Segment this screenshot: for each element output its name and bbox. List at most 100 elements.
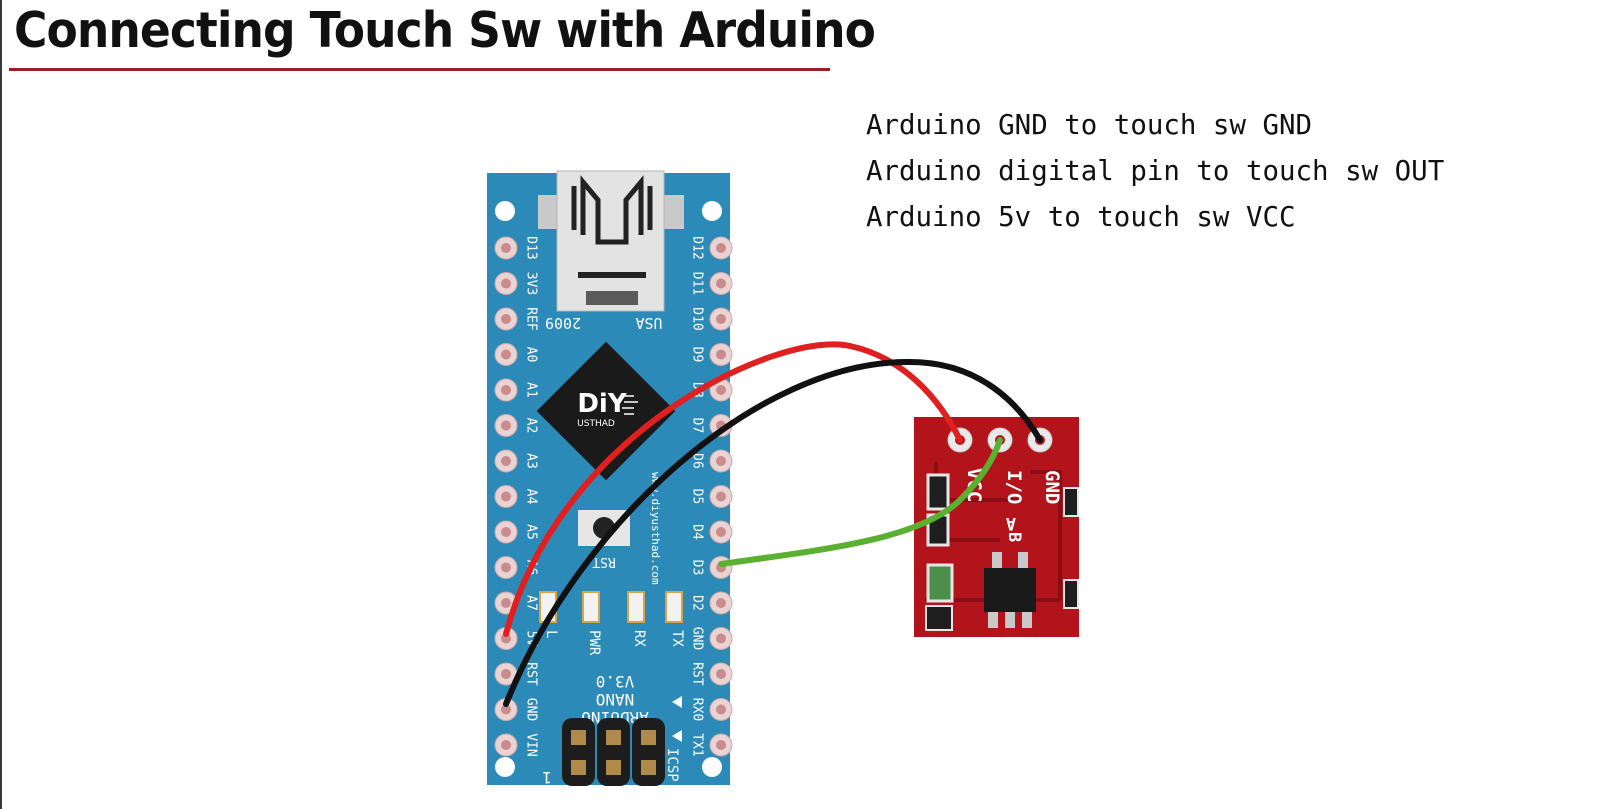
- right-pin-label: D12: [690, 236, 705, 259]
- right-pin-label: TX1: [690, 733, 705, 756]
- module-smd-top: [1063, 487, 1079, 517]
- left-pin-hole: [501, 243, 511, 253]
- left-pin-hole: [501, 278, 511, 289]
- usb-contacts: [571, 175, 653, 245]
- module-label-io: I/O: [1003, 470, 1025, 504]
- mcu-chip: [536, 341, 676, 481]
- left-pin-hole: [501, 740, 511, 750]
- icsp-pin1-marker: 1: [542, 768, 552, 787]
- wire-gnd-to-gnd: [503, 358, 1043, 707]
- right-pin-label: D10: [690, 307, 705, 330]
- module-touch-ic: [984, 568, 1036, 612]
- left-pin-hole: [501, 385, 511, 395]
- wire-5v-to-vcc: [503, 341, 963, 637]
- usb-label-right: USA: [635, 314, 662, 332]
- left-pin-hole: [501, 527, 511, 537]
- left-pin-label: D13: [524, 236, 539, 259]
- mount-hole: [495, 201, 515, 221]
- chip-logo: DiY: [577, 389, 627, 419]
- website-text: www.diyusthad.com: [649, 472, 662, 585]
- led-label-pwr: PWR: [586, 630, 602, 656]
- right-pin-hole: [716, 278, 726, 289]
- reset-label: RST: [592, 554, 616, 569]
- right-pin-label: D11: [690, 272, 705, 295]
- module-smd-left: [925, 605, 953, 631]
- module-pad-a: A: [1006, 513, 1016, 533]
- right-pin-hole: [716, 385, 726, 395]
- model-line-2: NANO: [596, 690, 635, 709]
- title-underline: [9, 68, 830, 71]
- pin-arrows: [672, 696, 682, 742]
- window-left-border: [0, 0, 2, 809]
- right-pin-label: D2: [690, 595, 705, 611]
- left-pin-label: A2: [524, 418, 539, 434]
- led-tx: [665, 591, 683, 623]
- right-pin-label: D3: [690, 560, 705, 576]
- right-pin-label: D4: [690, 524, 705, 540]
- left-pin-hole: [501, 349, 511, 360]
- right-pin-hole: [716, 527, 726, 537]
- right-pin-hole: [716, 243, 726, 253]
- mount-hole: [702, 201, 722, 221]
- left-pin-label: A1: [524, 382, 539, 398]
- usb-pins: [586, 291, 638, 305]
- right-pin-hole: [716, 491, 726, 502]
- module-smd-bottom: [1063, 579, 1079, 609]
- right-pin-label: D9: [690, 347, 705, 363]
- left-pin-hole: [501, 598, 511, 608]
- usb-slot: [578, 272, 646, 278]
- right-pin-label: RST: [690, 662, 705, 686]
- right-pin-label: GND: [690, 627, 705, 651]
- left-pin-label: 3V3: [524, 272, 539, 295]
- module-capacitor: [926, 473, 950, 511]
- led-label-l: L: [543, 630, 559, 638]
- note-out: Arduino digital pin to touch sw OUT: [866, 154, 1445, 187]
- left-pin-hole: [501, 456, 511, 466]
- model-line-3: V3.0: [596, 672, 635, 691]
- left-pin-hole: [501, 633, 511, 644]
- chip-logo-sub: USTHAD: [577, 419, 615, 429]
- chip-circuit-lines: [622, 395, 638, 415]
- left-pin-label: GND: [524, 698, 539, 722]
- left-pin-hole: [501, 562, 511, 573]
- right-pin-hole: [716, 633, 726, 644]
- page-title: Connecting Touch Sw with Arduino: [14, 2, 876, 59]
- left-pin-label: REF: [524, 307, 539, 331]
- right-pin-hole: [716, 704, 726, 715]
- right-pin-hole: [716, 314, 726, 324]
- right-pin-label: D6: [690, 453, 705, 469]
- led-pwr: [582, 591, 600, 623]
- mount-hole: [495, 757, 515, 777]
- right-pin-hole: [716, 349, 726, 360]
- usb-label-left: 2009: [545, 314, 581, 332]
- left-pin-hole: [501, 491, 511, 502]
- right-pin-label: RX0: [690, 698, 705, 721]
- arduino-nano-board: 2009 USA DiY USTHAD www.diyusthad.com RS…: [487, 170, 733, 787]
- connection-notes: Arduino GND to touch sw GND Arduino digi…: [866, 102, 1456, 240]
- right-pin-hole: [716, 740, 726, 750]
- right-pin-label: D5: [690, 489, 705, 505]
- module-pad-b: B: [1004, 532, 1024, 542]
- left-pin-hole: [501, 420, 511, 431]
- mount-hole: [702, 757, 722, 777]
- icsp-header: [562, 718, 665, 786]
- right-pin-hole: [716, 598, 726, 608]
- led-label-rx: RX: [631, 630, 647, 647]
- module-label-gnd: GND: [1041, 470, 1063, 504]
- left-pin-label: VIN: [524, 733, 539, 756]
- module-led: [926, 563, 954, 603]
- left-pin-label: A3: [524, 453, 539, 469]
- left-pin-label: A7: [524, 595, 539, 611]
- usb-connector: [538, 170, 684, 312]
- icsp-label: ICSP: [664, 748, 680, 782]
- left-pin-label: A5: [524, 524, 539, 540]
- right-pin-hole: [716, 669, 726, 679]
- model-line-1: ARDUINO: [581, 708, 648, 727]
- note-vcc: Arduino 5v to touch sw VCC: [866, 200, 1296, 233]
- led-rx: [627, 591, 645, 623]
- left-pin-hole: [501, 669, 511, 679]
- right-pin-hole: [716, 456, 726, 466]
